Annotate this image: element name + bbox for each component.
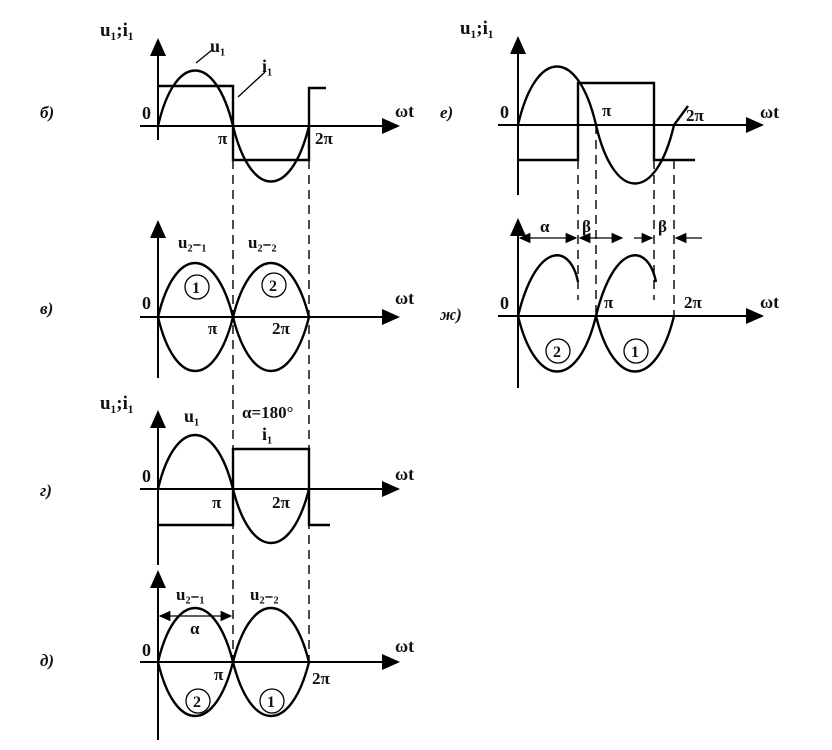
- panel-b-pi-label: π: [218, 129, 228, 148]
- panel-e-pi-label: π: [602, 101, 612, 120]
- panel-zh-2pi-label: 2π: [684, 293, 703, 312]
- panel-g-x-label: ωt: [395, 464, 414, 484]
- panel-b-i1-curve: [158, 84, 326, 162]
- panel-d-lobe1-label: u₂₋₁: [176, 585, 205, 604]
- panel-v-x-label: ωt: [395, 288, 414, 308]
- panel-b-x-label: ωt: [395, 101, 414, 121]
- panel-d-origin: 0: [142, 640, 151, 660]
- panel-d-2pi-label: 2π: [312, 669, 331, 688]
- panel-zh-circle-2: [545, 338, 571, 364]
- panel-g-i1-curve: [158, 447, 330, 527]
- panel-d-tag: д): [40, 651, 54, 670]
- panel-b-u1-leader: [195, 49, 213, 64]
- panel-g-u1-label: u₁: [184, 406, 199, 426]
- panel-v-origin: 0: [142, 293, 151, 313]
- panel-v-2pi-label: 2π: [272, 319, 291, 338]
- panel-v-pi-label: π: [208, 319, 218, 338]
- panel-g-i1-label: i₁: [262, 424, 272, 444]
- panel-zh-beta1-label: β: [582, 217, 591, 236]
- panel-b-2pi-label: 2π: [315, 129, 334, 148]
- panel-e-x-label: ωt: [760, 102, 779, 122]
- panel-d-lobe2-label: u₂₋₂: [250, 585, 279, 604]
- panel-zh-beta2-label: β: [658, 217, 667, 236]
- panel-zh-origin: 0: [500, 293, 509, 313]
- panel-b-i1-leader: [237, 71, 266, 98]
- panel-d-circle-2-label: 2: [193, 694, 201, 711]
- panel-b-origin: 0: [142, 103, 151, 123]
- panel-v-lobe2-label: u₂₋₂: [248, 233, 277, 252]
- panel-e-2pi-label: 2π: [686, 106, 705, 125]
- panel-v-circle-1-label: 1: [192, 280, 200, 297]
- panel-v-circle-1: [184, 274, 210, 300]
- panel-g: г) u₁;i₁ 0 ωt u₁ α=180° i₁ π 2π: [40, 393, 414, 565]
- panel-zh: ж) 0 ωt α β β 2 1 π 2π: [439, 217, 779, 388]
- panel-d: д) 0 ωt u₂₋₁ u₂₋₂ α 2 1 π 2π: [40, 570, 414, 740]
- panel-v: в) 0 ωt u₂₋₁ u₂₋₂ 1 2 π 2π: [40, 220, 414, 378]
- panel-g-pi-label: π: [212, 493, 222, 512]
- panel-d-x-label: ωt: [395, 636, 414, 656]
- panel-b-i1-label: i₁: [262, 56, 272, 76]
- panel-d-lower-lobes: [156, 661, 311, 718]
- panel-d-alpha-label: α: [190, 619, 200, 638]
- panel-b-y-label: u₁;i₁: [100, 20, 134, 41]
- panel-e-tag: е): [440, 103, 453, 122]
- panel-d-circle-1-label: 1: [267, 694, 275, 711]
- panel-v-tag: в): [40, 299, 53, 318]
- panel-v-lobe1-label: u₂₋₁: [178, 233, 207, 252]
- panel-e-i1-curve: [518, 81, 695, 162]
- panel-g-origin: 0: [142, 466, 151, 486]
- panel-zh-pi-label: π: [604, 293, 614, 312]
- panel-g-y-label: u₁;i₁: [100, 393, 134, 414]
- panel-d-circle-2: [185, 688, 211, 714]
- panel-b: б) u₁;i₁ 0 ωt u₁ i₁ π 2π: [40, 20, 414, 183]
- panel-g-2pi-label: 2π: [272, 493, 291, 512]
- panel-v-circle-2: [261, 272, 287, 298]
- panel-zh-upper-lobe-1: [516, 254, 580, 317]
- panel-g-alpha-note: α=180°: [242, 403, 293, 422]
- panel-b-u1-label: u₁: [210, 36, 225, 56]
- panel-b-tag: б): [40, 103, 54, 122]
- panel-e: е) u₁;i₁ 0 ωt π 2π: [440, 18, 779, 195]
- panel-v-circle-2-label: 2: [269, 278, 277, 295]
- panel-g-tag: г): [40, 481, 52, 500]
- panel-zh-x-label: ωt: [760, 292, 779, 312]
- panel-zh-alpha-label: α: [540, 217, 550, 236]
- alignment-guides: [232, 125, 675, 668]
- panel-d-circle-1: [259, 688, 285, 714]
- panel-zh-circle-2-label: 2: [553, 344, 561, 361]
- panel-zh-upper-lobe-2: [594, 254, 658, 317]
- panel-zh-circle-1-label: 1: [631, 344, 639, 361]
- panel-zh-lower-lobes: [516, 315, 676, 373]
- panel-d-pi-label: π: [214, 665, 224, 684]
- panel-e-origin: 0: [500, 102, 509, 122]
- panel-e-y-label: u₁;i₁: [460, 18, 494, 39]
- panel-zh-circle-1: [623, 338, 649, 364]
- panel-zh-tag: ж): [439, 305, 462, 324]
